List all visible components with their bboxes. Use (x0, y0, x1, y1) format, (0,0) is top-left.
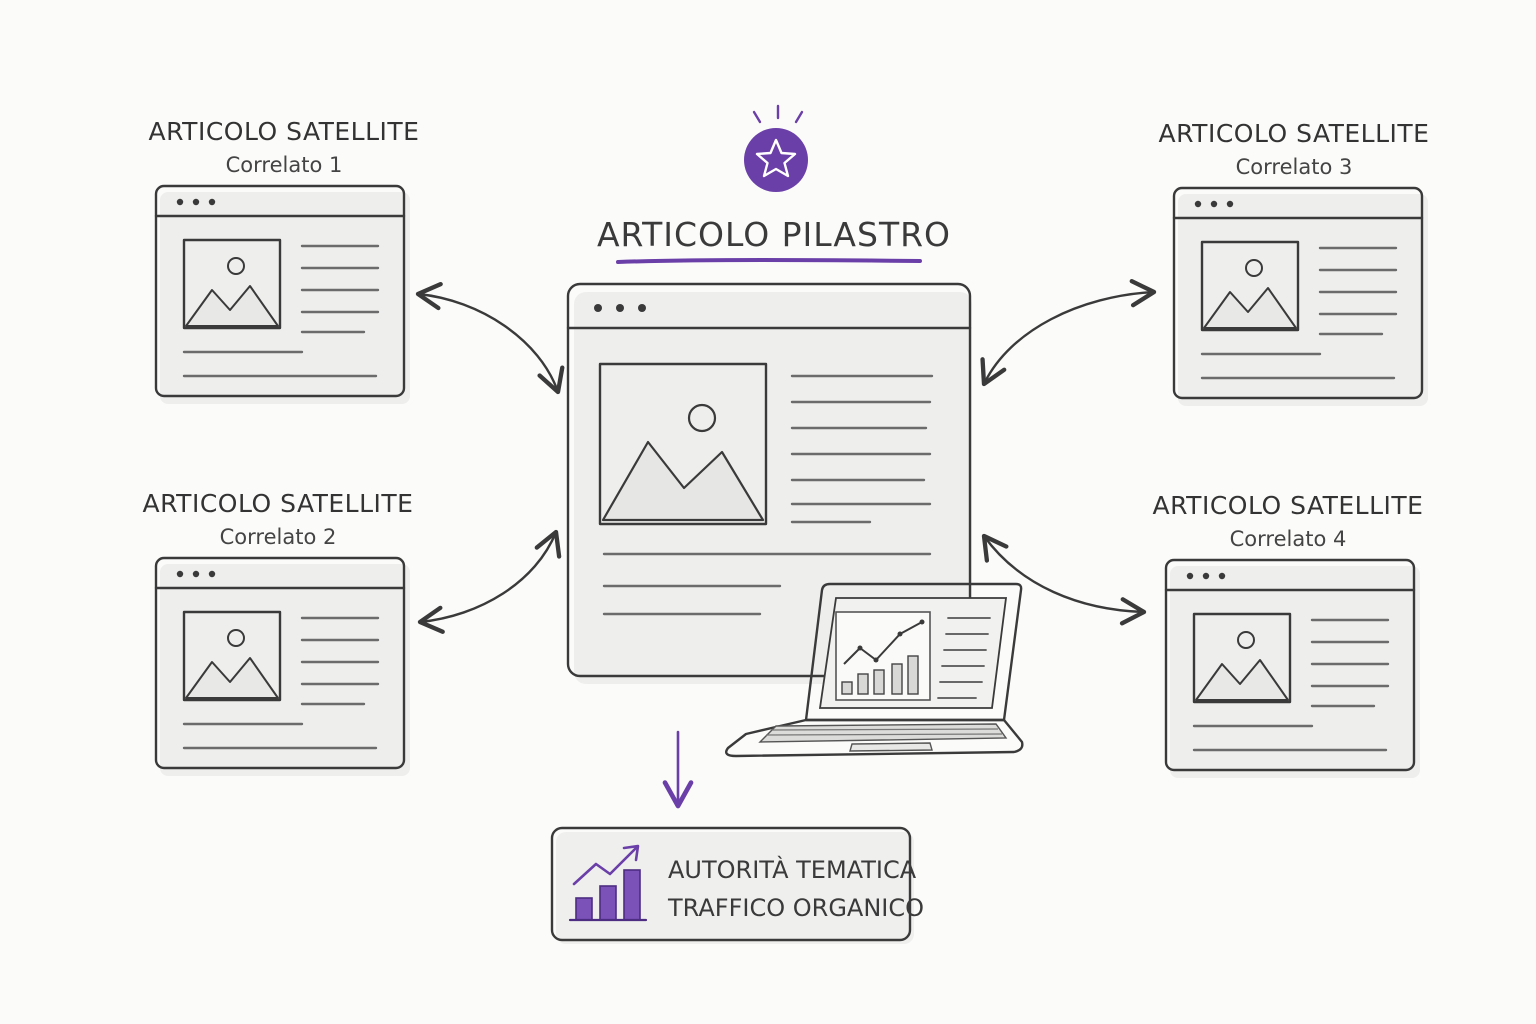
satellite-subtitle: Correlato 2 (220, 525, 337, 549)
satellite-subtitle: Correlato 3 (1236, 155, 1353, 179)
satellite-window-3 (1172, 186, 1430, 408)
arrow-pillar-satellite-2 (417, 529, 562, 634)
satellite-article-1: ARTICOLO SATELLITE Correlato 1 (149, 117, 420, 406)
satellite-title: ARTICOLO SATELLITE (1153, 491, 1424, 520)
growth-chart-icon (568, 844, 648, 922)
satellite-subtitle: Correlato 4 (1230, 527, 1347, 551)
link-arrows (415, 279, 1157, 634)
satellite-article-2: ARTICOLO SATELLITE Correlato 2 (143, 489, 414, 778)
satellite-title: ARTICOLO SATELLITE (1159, 119, 1430, 148)
arrow-pillar-satellite-1 (415, 281, 565, 395)
satellite-window-2 (154, 556, 412, 778)
star-badge-icon (744, 104, 808, 192)
laptop-analytics-icon (725, 582, 1024, 758)
satellite-subtitle: Correlato 1 (226, 153, 343, 177)
satellite-window-4 (1164, 558, 1422, 780)
satellite-article-3: ARTICOLO SATELLITE Correlato 3 (1159, 119, 1430, 408)
arrow-pillar-satellite-3 (980, 279, 1157, 387)
pillar-title: ARTICOLO PILASTRO (597, 215, 951, 254)
pillar-underline (616, 258, 922, 264)
satellite-title: ARTICOLO SATELLITE (149, 117, 420, 146)
outcome-line-2: TRAFFICO ORGANICO (667, 894, 924, 922)
satellite-article-4: ARTICOLO SATELLITE Correlato 4 (1153, 491, 1424, 780)
outcome-box: AUTORITÀ TEMATICA TRAFFICO ORGANICO (550, 826, 924, 944)
arrow-pillar-satellite-4 (981, 533, 1147, 626)
satellite-title: ARTICOLO SATELLITE (143, 489, 414, 518)
outcome-line-1: AUTORITÀ TEMATICA (668, 855, 917, 884)
pillar-article-window (566, 282, 972, 684)
pillar-header: ARTICOLO PILASTRO (597, 104, 951, 264)
satellite-window-1 (154, 184, 412, 406)
